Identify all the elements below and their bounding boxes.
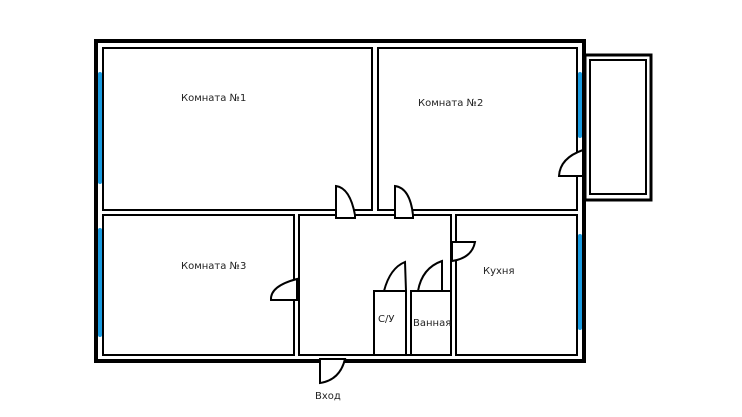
kitchen — [455, 214, 578, 356]
kitchen-label: Кухня — [483, 266, 515, 277]
door-kitchen — [451, 241, 477, 263]
room2-label: Комната №2 — [418, 98, 484, 109]
toilet-label: С/У — [378, 314, 395, 325]
door-room1 — [335, 184, 356, 219]
room3-label: Комната №3 — [181, 261, 247, 272]
room-3 — [102, 214, 295, 356]
toilet — [373, 290, 407, 356]
bathroom-label: Ванная — [413, 318, 452, 329]
door-bathroom — [416, 259, 443, 292]
room-2 — [377, 47, 578, 211]
room-1 — [102, 47, 373, 211]
door-room2 — [394, 184, 414, 219]
entrance-label: Вход — [315, 391, 341, 402]
door-room3 — [269, 277, 298, 301]
door-balcony — [557, 148, 584, 177]
door-entrance — [319, 358, 347, 385]
balcony-inner — [589, 59, 647, 195]
room1-label: Комната №1 — [181, 93, 247, 104]
door-toilet — [382, 260, 408, 292]
